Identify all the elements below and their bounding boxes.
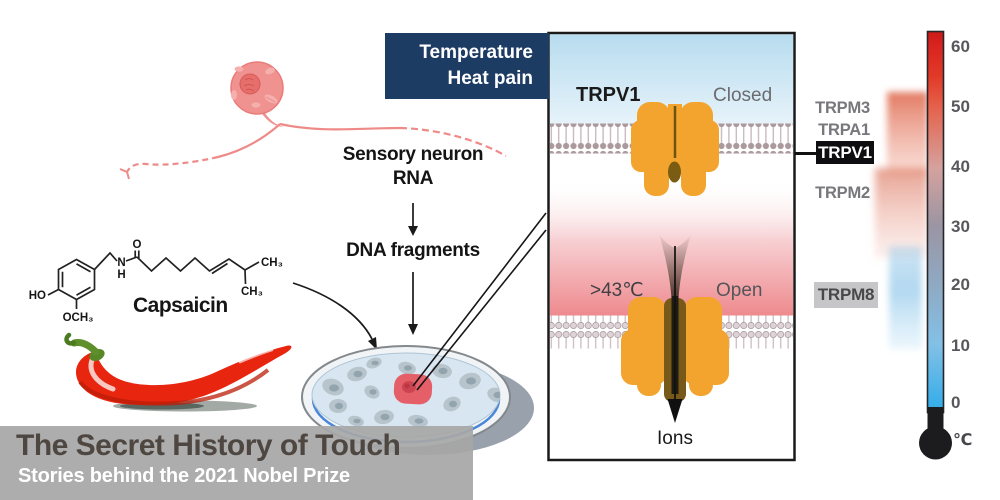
trpv1-open-channel [621, 234, 729, 423]
sensory-neuron-label: Sensory neuron [342, 144, 484, 165]
cultured-cells [322, 357, 500, 428]
sensory-neuron-illustration [119, 61, 507, 180]
amide-hydrogen-label: H [117, 269, 125, 281]
tick-0: 0 [951, 393, 961, 412]
closed-state-label: Closed [713, 85, 773, 106]
pepper-body [76, 345, 292, 406]
workflow-arrows [292, 203, 418, 350]
open-state-label: Open [716, 280, 763, 301]
panel-border [547, 31, 796, 462]
channel-panel [547, 31, 796, 462]
tick-20: 20 [951, 275, 970, 294]
thermometer [795, 30, 952, 460]
arrow-capsaicin-to-dish [292, 282, 373, 340]
thermometer-tube [926, 30, 945, 414]
methoxy-label: OCH₃ [63, 312, 94, 324]
pepper-stem [70, 339, 100, 356]
capsaicin-label: Capsaicin [133, 294, 228, 317]
tick-40: 40 [951, 157, 970, 176]
trpv1-panel-label: TRPV1 [576, 84, 641, 106]
callout-line2: Heat pain [447, 68, 533, 89]
subtitle: Stories behind the 2021 Nobel Prize [18, 465, 350, 487]
trpm8-highlight-box: TRPM8 [814, 282, 878, 308]
rna-label: RNA [392, 168, 434, 189]
trpm2-band [875, 168, 928, 258]
capsaicin-structure: HO OCH₃ O N H CH₃ CH₃ [29, 239, 283, 324]
tick-50: 50 [951, 97, 970, 116]
trpa1-label: TRPA1 [818, 121, 870, 139]
ions-label: Ions [657, 428, 693, 449]
petri-dish-illustration [301, 345, 534, 455]
trpm3-label: TRPM3 [815, 99, 870, 117]
magnification-lines [412, 212, 547, 391]
main-title: The Secret History of Touch [16, 429, 401, 462]
callout-line1: Temperature [419, 42, 533, 63]
trpm2-label: TRPM2 [815, 184, 870, 202]
pepper-highlight [88, 357, 116, 392]
tick-30: 30 [951, 217, 970, 236]
benzene-ring [57, 258, 96, 301]
methyl-bottom-label: CH₃ [241, 286, 263, 298]
trpv1-highlight-box: TRPV1 [816, 141, 874, 164]
chili-pepper-illustration [64, 332, 292, 412]
hydroxyl-label: HO [29, 290, 46, 302]
temperature-heat-pain-callout: Temperature Heat pain [385, 33, 549, 99]
cool-receptor-band [889, 246, 922, 349]
warm-receptor-band [887, 92, 928, 175]
thermometer-bulb [919, 426, 952, 460]
celsius-unit-label: ℃ [953, 432, 973, 449]
methyl-top-label: CH₃ [261, 257, 283, 269]
dna-fragments-label: DNA fragments [346, 240, 480, 261]
neuron-nucleus [239, 73, 261, 95]
activation-temperature-label: >43℃ [590, 280, 644, 301]
tick-10: 10 [951, 336, 970, 355]
title-band: The Secret History of Touch Stories behi… [0, 426, 473, 500]
amide-nitrogen-label: N [117, 257, 125, 269]
tick-60: 60 [951, 37, 970, 56]
carbonyl-oxygen-label: O [133, 239, 142, 251]
trpv1-closed-channel [631, 102, 719, 196]
